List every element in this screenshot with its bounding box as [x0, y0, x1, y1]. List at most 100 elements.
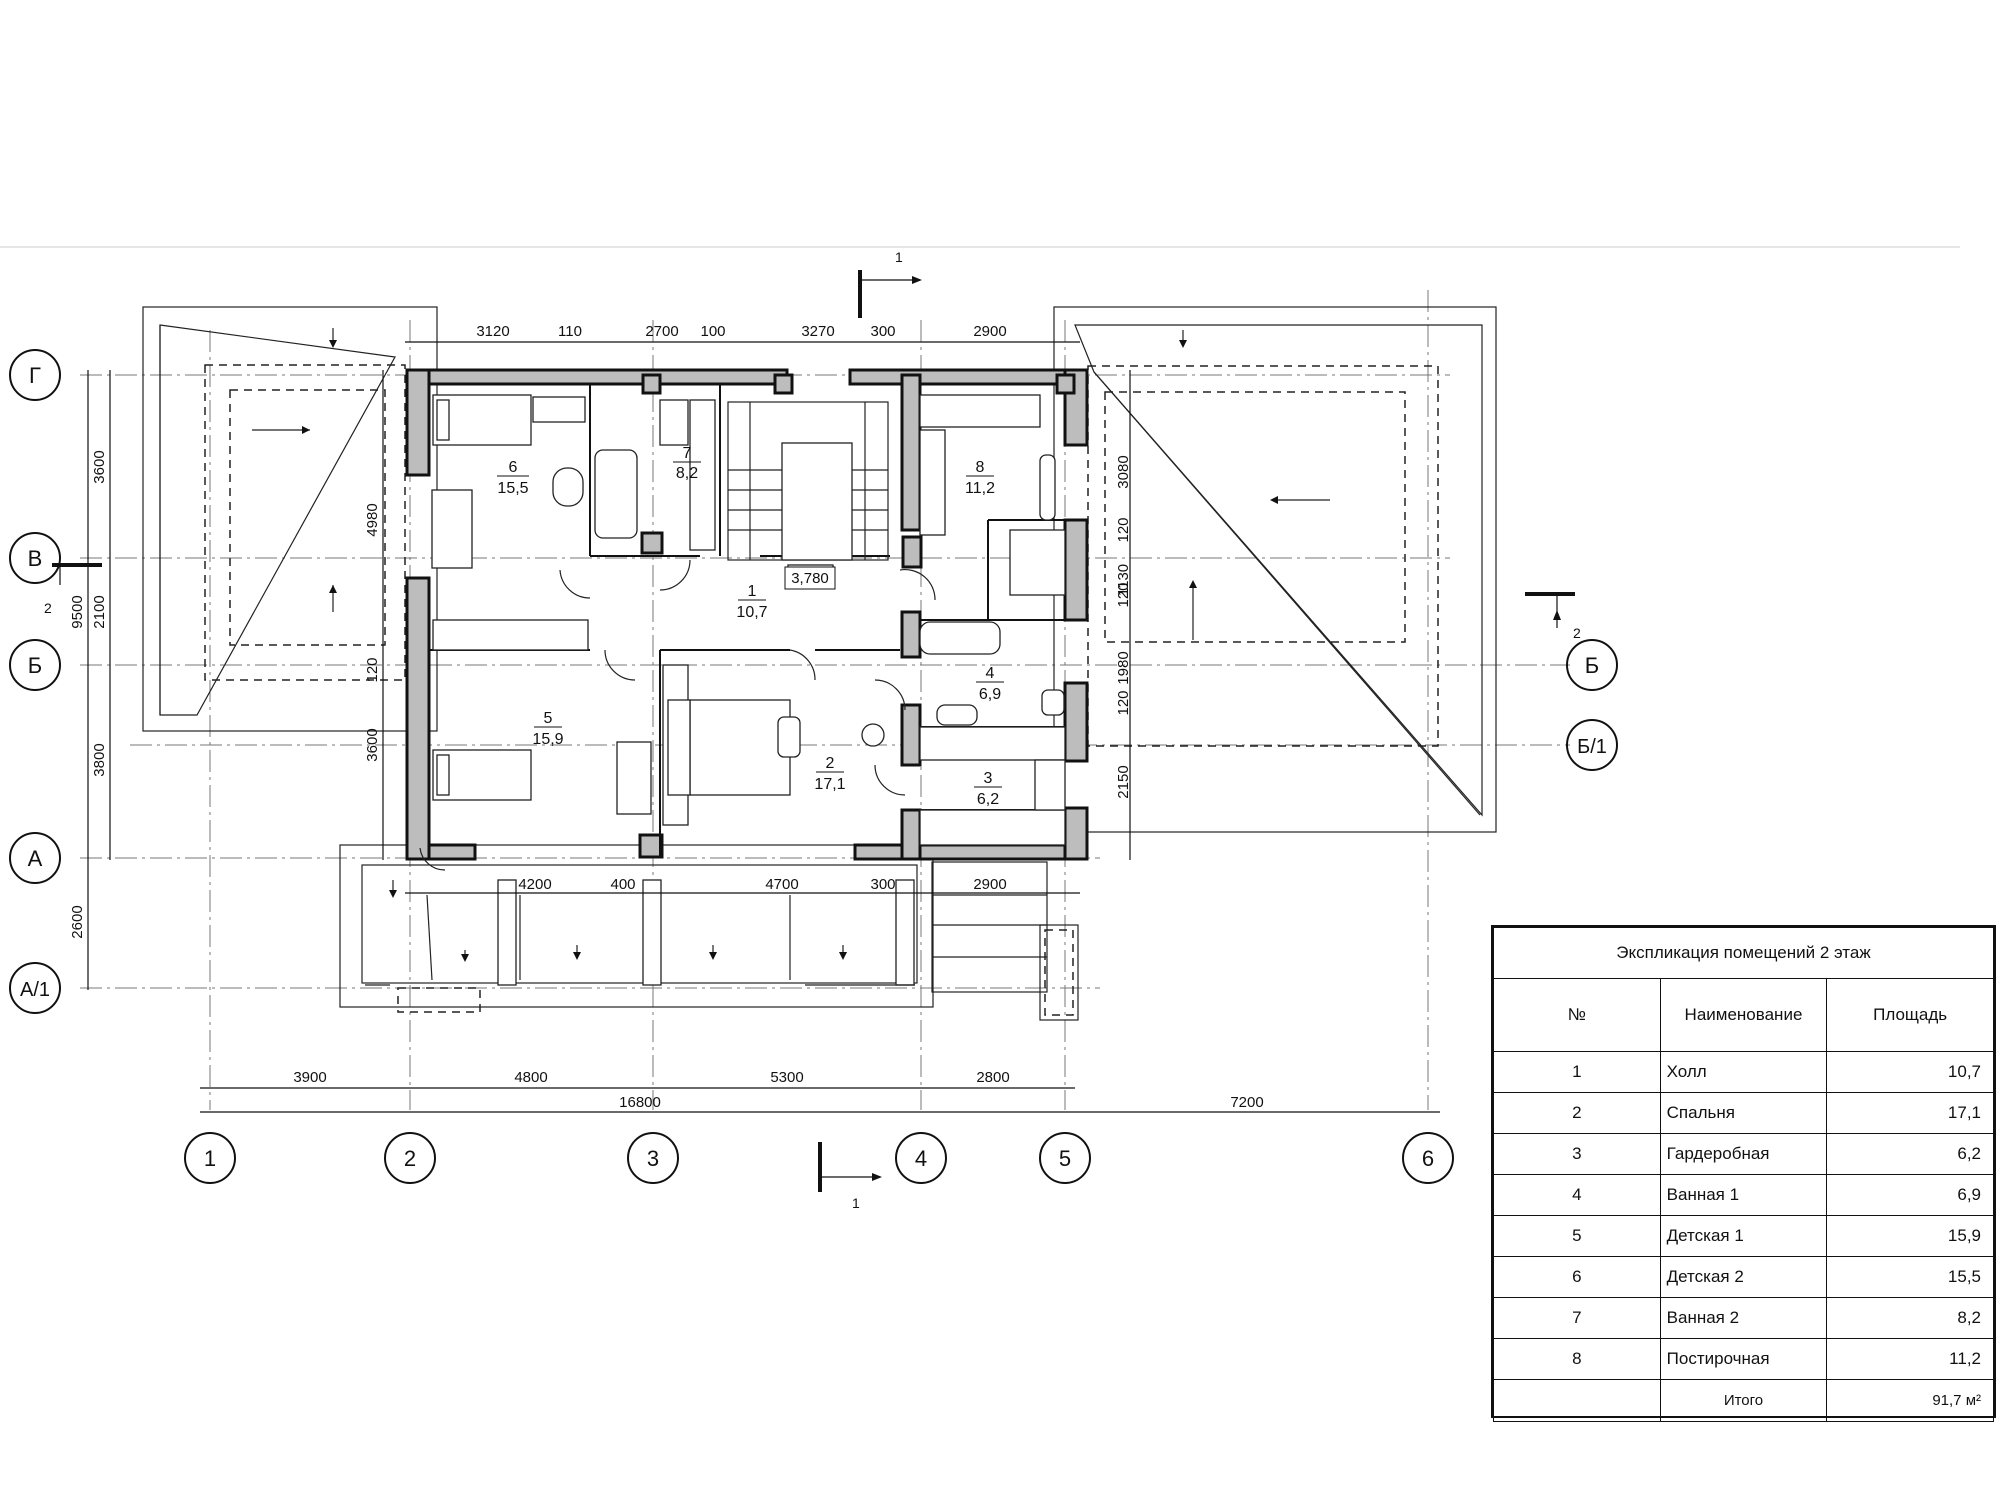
table-row: 8 Постирочная 11,2 [1493, 1338, 1994, 1380]
furniture [431, 394, 1066, 846]
table-row: 7 Ванная 2 8,2 [1493, 1297, 1994, 1339]
row-name: Ванная 2 [1659, 1297, 1828, 1339]
grid-axes [80, 290, 1570, 1110]
dim-left-inner-3: 3600 [364, 728, 381, 761]
doors [419, 559, 936, 871]
section-marks: 1 1 2 2 [44, 249, 1581, 1211]
row-name: Детская 1 [1659, 1215, 1828, 1257]
balcony [339, 844, 1079, 1021]
axis-col-2: 2 [404, 1146, 416, 1171]
dimension-texts: 3120 110 2700 100 3270 300 2900 4200 400… [69, 323, 1264, 1111]
total-row: Итого 91,7 м² [1493, 1379, 1994, 1422]
dim-top-4: 100 [700, 323, 725, 340]
row-number: 7 [1493, 1297, 1661, 1339]
roof-right [1053, 306, 1497, 833]
table-row: 2 Спальня 17,1 [1493, 1092, 1994, 1134]
section-right-label: 2 [1573, 625, 1581, 641]
header-number: № [1493, 978, 1661, 1052]
axis-row-b: Б [28, 653, 42, 678]
row-number: 1 [1493, 1051, 1661, 1093]
axis-row-v: В [28, 546, 43, 571]
dim-left-1: 3600 [91, 450, 108, 483]
dim-bottom-inner-2: 400 [610, 876, 635, 893]
table-row: 6 Детская 2 15,5 [1493, 1256, 1994, 1298]
dim-left-inner-1: 4980 [364, 503, 381, 536]
stair [727, 401, 889, 588]
axis-col-5: 5 [1059, 1146, 1071, 1171]
section-left-label: 2 [44, 600, 52, 616]
dim-right-1: 3080 [1115, 455, 1132, 488]
room-7-area: 8,2 [676, 465, 698, 482]
row-area: 10,7 [1826, 1051, 1994, 1093]
row-name: Постирочная [1659, 1338, 1828, 1380]
axis-row-a1: А/1 [20, 979, 50, 1001]
dim-top-5: 3270 [801, 323, 834, 340]
room-8-num: 8 [976, 459, 985, 476]
total-empty [1493, 1379, 1661, 1422]
row-area: 15,9 [1826, 1215, 1994, 1257]
row-name: Спальня [1659, 1092, 1828, 1134]
dim-top-7: 2900 [973, 323, 1006, 340]
walls [405, 368, 1089, 861]
axis-right-b: Б [1585, 653, 1599, 678]
table-row: 5 Детская 1 15,9 [1493, 1215, 1994, 1257]
table-row: 1 Холл 10,7 [1493, 1051, 1994, 1093]
row-number: 2 [1493, 1092, 1661, 1134]
dim-top-1: 3120 [476, 323, 509, 340]
row-name: Детская 2 [1659, 1256, 1828, 1298]
row-area: 11,2 [1826, 1338, 1994, 1380]
room-1-area: 10,7 [736, 604, 767, 621]
dim-bottom-axis-4: 2800 [976, 1069, 1009, 1086]
roof-left [142, 306, 438, 732]
dim-left-total: 9500 [69, 595, 86, 628]
row-number: 6 [1493, 1256, 1661, 1298]
room-3-num: 3 [984, 770, 993, 787]
dim-left-inner-2: 120 [364, 657, 381, 682]
dim-bottom-axis-3: 5300 [770, 1069, 803, 1086]
row-area: 6,9 [1826, 1174, 1994, 1216]
dim-right-2: 120 [1115, 517, 1132, 542]
room-1-num: 1 [748, 583, 757, 600]
dim-left-4: 2600 [69, 905, 86, 938]
room-7-num: 7 [683, 445, 692, 462]
axis-right-b1: Б/1 [1577, 736, 1607, 758]
section-bottom-label: 1 [852, 1195, 860, 1211]
dim-bottom-axis-2: 4800 [514, 1069, 547, 1086]
room-2-area: 17,1 [814, 776, 845, 793]
dim-bottom-right: 7200 [1230, 1094, 1263, 1111]
room-4-num: 4 [986, 665, 995, 682]
room-2-num: 2 [826, 755, 835, 772]
axis-col-4: 4 [915, 1146, 927, 1171]
row-area: 6,2 [1826, 1133, 1994, 1175]
dim-right-7: 2150 [1115, 765, 1132, 798]
axis-col-3: 3 [647, 1146, 659, 1171]
table-row: 4 Ванная 1 6,9 [1493, 1174, 1994, 1216]
room-5-area: 15,9 [532, 731, 563, 748]
room-4-area: 6,9 [979, 686, 1001, 703]
axis-bubbles: Г В Б А А/1 Б Б/1 1 2 3 4 5 6 [9, 349, 1618, 1184]
dim-right-6: 120 [1115, 690, 1132, 715]
dim-top-2: 110 [558, 323, 582, 340]
row-area: 17,1 [1826, 1092, 1994, 1134]
header-area: Площадь [1826, 978, 1994, 1052]
room-3-area: 6,2 [977, 791, 999, 808]
room-6-num: 6 [509, 459, 518, 476]
dim-bottom-axis-1: 3900 [293, 1069, 326, 1086]
dim-left-3: 3800 [91, 743, 108, 776]
dim-bottom-total: 16800 [619, 1094, 661, 1111]
row-number: 4 [1493, 1174, 1661, 1216]
dim-left-2: 2100 [91, 595, 108, 628]
row-number: 8 [1493, 1338, 1661, 1380]
dim-right-4: 120 [1115, 582, 1132, 607]
row-name: Гардеробная [1659, 1133, 1828, 1175]
section-top-label: 1 [895, 249, 903, 265]
explication-table: Экспликация помещений 2 этаж № Наименова… [1491, 925, 1996, 1422]
row-number: 3 [1493, 1133, 1661, 1175]
axis-col-1: 1 [204, 1146, 216, 1171]
row-name: Ванная 1 [1659, 1174, 1828, 1216]
dimension-lines [87, 341, 1440, 1113]
room-labels: 6 15,5 7 8,2 8 11,2 1 10,7 4 6,9 5 15,9 … [497, 445, 1004, 808]
row-number: 5 [1493, 1215, 1661, 1257]
total-value: 91,7 м² [1826, 1379, 1994, 1422]
